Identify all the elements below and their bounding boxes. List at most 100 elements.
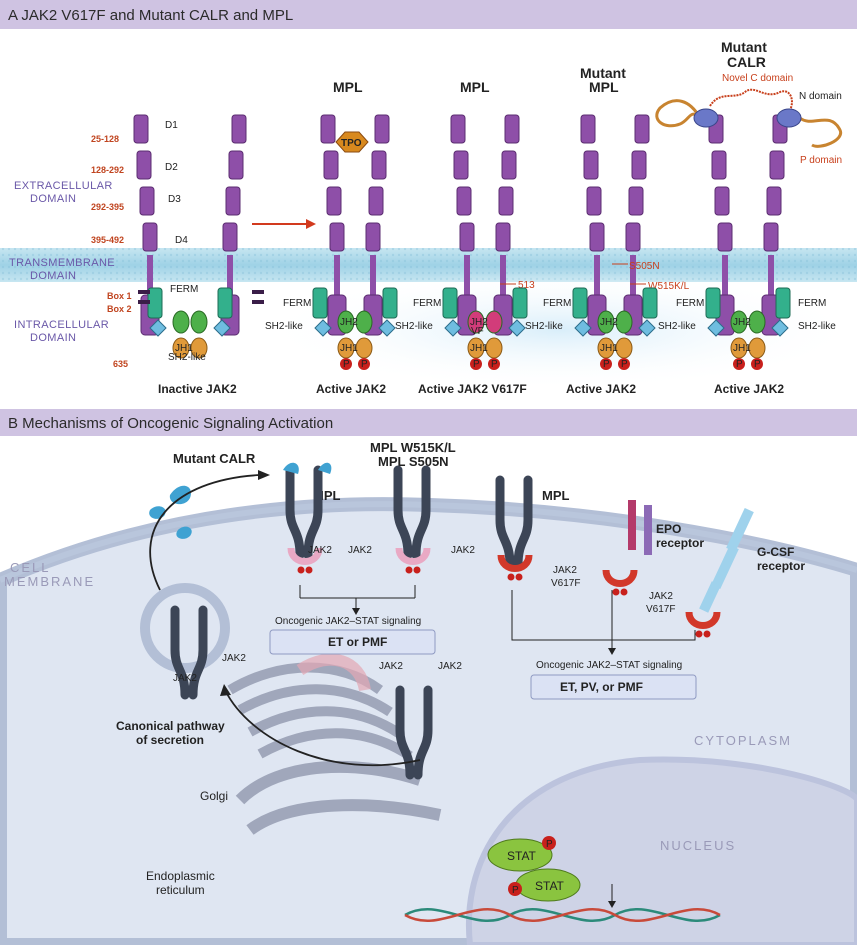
cell-membrane-label: CELL: [10, 560, 51, 575]
svg-text:P: P: [491, 359, 498, 370]
jh1-right: [485, 337, 503, 359]
svg-text:P: P: [343, 359, 350, 370]
title-mpl-1: MPL: [333, 79, 363, 95]
outcome-2: ET, PV, or PMF: [560, 680, 643, 694]
ferm-right: [382, 287, 398, 319]
mutation-s505n: S505N: [629, 261, 660, 272]
mpl-golgi: [395, 685, 433, 780]
ferm-right: [642, 287, 658, 319]
calr-n-label: N domain: [799, 91, 842, 102]
sh2-label: SH2-like: [265, 321, 303, 332]
ferm-right: [512, 287, 528, 319]
jh1-left: [172, 337, 190, 359]
calr-novel-c-label: Novel C domain: [722, 73, 793, 84]
phospho-1: [542, 836, 556, 850]
jh2-right: [748, 310, 766, 334]
jak2-red-2: [602, 569, 638, 596]
sh2-right: [771, 319, 789, 337]
transmembrane-label-2: DOMAIN: [30, 270, 76, 282]
intracellular-label-2: DOMAIN: [30, 332, 76, 344]
secretory-vesicle: [140, 583, 230, 673]
sh2-label: SH2-like: [658, 321, 696, 332]
svg-text:292-395: 292-395: [91, 202, 124, 212]
svg-text:D2: D2: [165, 162, 178, 173]
stat-1: [487, 838, 553, 872]
svg-text:JH1: JH1: [733, 343, 751, 354]
label-mpl-s505n: MPL S505N: [378, 454, 449, 469]
calr-bound-1: [283, 462, 299, 474]
jak2-pink-1: [287, 547, 323, 574]
jak2-red-3: [685, 611, 721, 638]
jak2-label-6: JAK2: [379, 661, 403, 672]
ferm-left: [312, 287, 328, 319]
panel-b-receptors: [170, 462, 754, 780]
sh2-right: [213, 319, 231, 337]
svg-text:P: P: [603, 359, 610, 370]
sh2-left: [149, 319, 167, 337]
transmembrane-label: TRANSMEMBRANE: [9, 257, 115, 269]
jak2-label-2: JAK2: [348, 545, 372, 556]
jh2-left: [172, 310, 190, 334]
mutant-calr-dimer: [655, 88, 843, 148]
sh2-label: SH2-like: [168, 352, 206, 363]
sh2-label: SH2-like: [525, 321, 563, 332]
ferm-label: FERM: [283, 298, 311, 309]
jh2-left: [467, 310, 485, 334]
cell-membrane-label-2: MEMBRANE: [4, 574, 95, 589]
svg-text:JH2: JH2: [470, 317, 488, 328]
svg-text:D4: D4: [175, 235, 188, 246]
svg-text:Box 2: Box 2: [107, 304, 132, 314]
extracellular-label: EXTRACELLULAR: [14, 180, 113, 192]
calr-bound-2: [318, 462, 332, 474]
sh2-right: [638, 319, 656, 337]
mpl-vesicle: [170, 605, 208, 700]
jh1-right: [748, 337, 766, 359]
domain-labels: EXTRACELLULAR DOMAIN TRANSMEMBRANE DOMAI…: [9, 180, 115, 344]
ferm-right: [217, 287, 233, 319]
svg-text:JH1: JH1: [340, 343, 358, 354]
title-mutant-mpl: Mutant: [580, 65, 626, 81]
outcome-1: ET or PMF: [328, 635, 387, 649]
svg-text:P: P: [473, 359, 480, 370]
canonical-pathway-label: Canonical pathway: [116, 719, 225, 733]
sh2-right: [508, 319, 526, 337]
intracellular-label: INTRACELLULAR: [14, 319, 109, 331]
sh2-label: SH2-like: [395, 321, 433, 332]
jak2-v617f-label-2: JAK2: [649, 591, 673, 602]
jh2-right: [615, 310, 633, 334]
caption-inactive-jak2: Inactive JAK2: [158, 382, 237, 396]
ferm-label-right: FERM: [798, 298, 826, 309]
label-mpl-2: MPL: [542, 488, 570, 503]
ferm-right: [775, 287, 791, 319]
tpo-hexagon: [335, 131, 369, 153]
phospho-right: [488, 358, 500, 370]
label-mutant-calr: Mutant CALR: [173, 451, 256, 466]
ferm-left: [705, 287, 721, 319]
outcome-box-1: [269, 629, 436, 655]
epo-receptor: [628, 500, 652, 555]
jh2-right: [485, 310, 503, 334]
sh2-left: [574, 319, 592, 337]
mpl-mutant: [393, 465, 431, 560]
svg-text:D3: D3: [168, 194, 181, 205]
stat-label-2: STAT: [535, 879, 565, 893]
signaling-label-1: Oncogenic JAK2–STAT signaling: [275, 616, 421, 627]
canonical-pathway-label-2: of secretion: [136, 733, 204, 747]
phospho-right: [751, 358, 763, 370]
jak2-pink-2: [395, 547, 431, 574]
receptors: [133, 114, 788, 336]
panel-a-header-bar: [0, 0, 857, 29]
extracellular-label-2: DOMAIN: [30, 193, 76, 205]
receptor-left-3: [580, 114, 607, 336]
svg-text:VF: VF: [471, 326, 484, 337]
jh1-right: [615, 337, 633, 359]
jak2-v617f-label-1: JAK2: [553, 565, 577, 576]
phospho-right: [358, 358, 370, 370]
epo-receptor-label-2: receptor: [656, 536, 704, 550]
jak2-v617f-label-1b: V617F: [551, 578, 580, 589]
